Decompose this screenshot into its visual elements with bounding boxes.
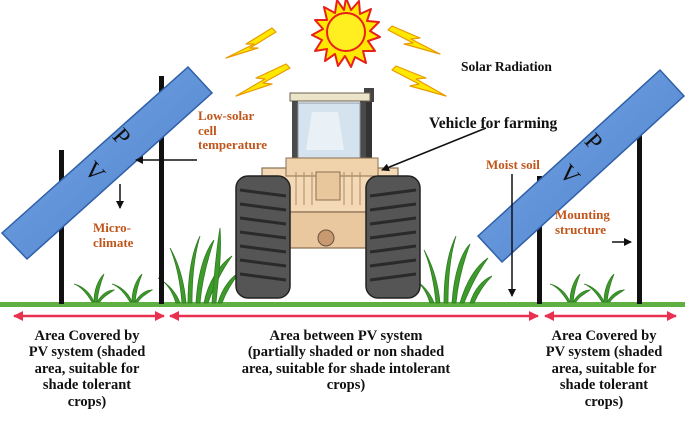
moist-soil-label: Moist soil xyxy=(486,157,540,172)
mounting-structure-label: Mounting structure xyxy=(555,207,610,237)
pv-panel-left xyxy=(0,65,214,304)
area-left-description: Area Covered by PV system (shaded area, … xyxy=(6,328,168,410)
lightning-bolt-icon xyxy=(225,25,447,97)
micro-climate-label: Micro- climate xyxy=(93,220,134,250)
area-right-line: PV system (shaded xyxy=(545,344,663,361)
area-left-line: area, suitable for xyxy=(34,360,140,377)
area-right-line: crops) xyxy=(584,393,624,410)
solar-radiation-label: Solar Radiation xyxy=(461,59,552,74)
area-left-line: shade tolerant xyxy=(42,377,132,394)
tractor-icon xyxy=(235,88,421,299)
area-middle-description: Area between PV system (partially shaded… xyxy=(196,328,496,394)
low-solar-line-3: temperature xyxy=(198,137,268,153)
micro-line-1: Micro- xyxy=(93,220,132,235)
area-middle-line: (partially shaded or non shaded xyxy=(247,344,445,361)
sun-icon xyxy=(311,0,381,68)
mounting-line-1: Mounting xyxy=(555,207,610,222)
area-right-description: Area Covered by PV system (shaded area, … xyxy=(524,328,684,410)
area-right-line: area, suitable for xyxy=(551,360,657,377)
area-middle-line: area, suitable for shade intolerant xyxy=(241,360,451,377)
micro-line-2: climate xyxy=(93,234,134,250)
low-solar-cell-temperature-label: Low-solar cell temperature xyxy=(198,108,268,153)
low-solar-line-1: Low-solar xyxy=(198,108,255,123)
area-middle-line: Area between PV system xyxy=(269,328,423,344)
crop-plant-icon xyxy=(73,227,626,304)
area-right-line: shade tolerant xyxy=(559,377,649,394)
annotation-arrows xyxy=(116,127,632,297)
area-left-line: PV system (shaded xyxy=(28,344,146,361)
low-solar-line-2: cell xyxy=(198,122,217,138)
area-middle-line: crops) xyxy=(326,377,366,394)
area-left-line: Area Covered by xyxy=(34,328,140,344)
pv-panel-right xyxy=(476,68,685,304)
vehicle-label: Vehicle for farming xyxy=(429,115,558,132)
ground-strip xyxy=(0,302,685,307)
mounting-line-2: structure xyxy=(555,221,607,237)
area-right-line: Area Covered by xyxy=(551,328,657,344)
area-left-line: crops) xyxy=(67,393,107,410)
